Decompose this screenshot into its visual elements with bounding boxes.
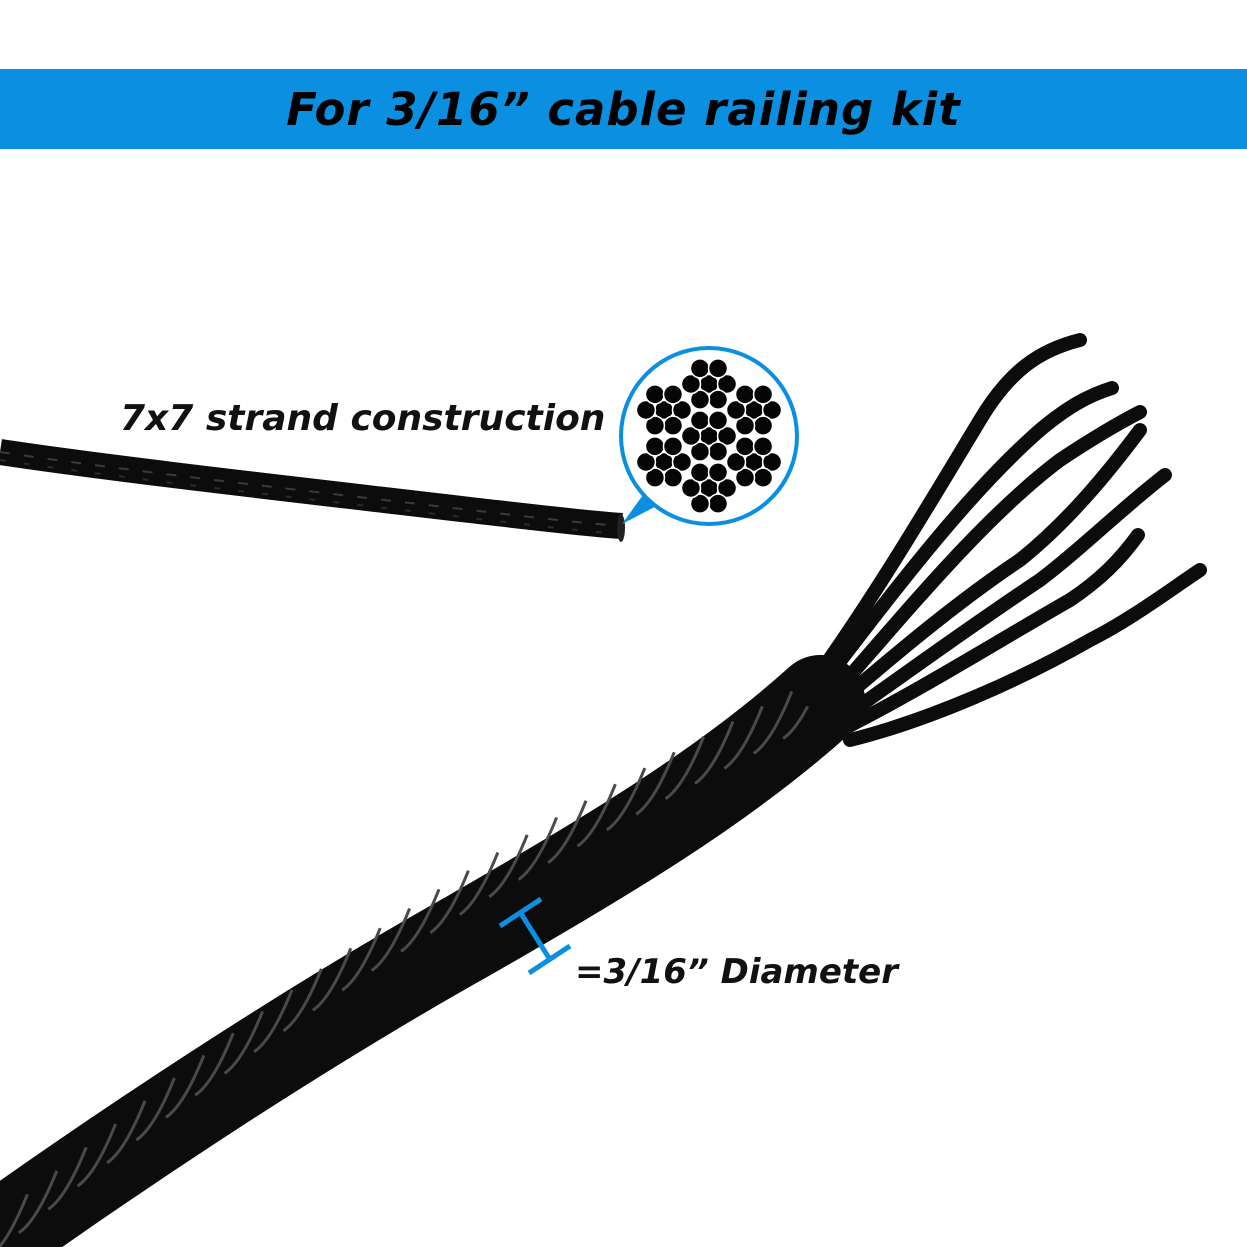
banner: For 3/16” cable railing kit xyxy=(0,69,1247,149)
banner-background xyxy=(0,69,1247,149)
strand-construction-label: 7x7 strand construction xyxy=(120,398,606,439)
banner-title: For 3/16” cable railing kit xyxy=(286,82,961,136)
strand-cross-section-icon xyxy=(619,346,799,526)
diameter-marker-icon xyxy=(498,896,572,976)
thin-cable xyxy=(0,439,625,542)
main-cable xyxy=(0,333,1207,1247)
diameter-label: =3/16” Diameter xyxy=(575,952,898,992)
